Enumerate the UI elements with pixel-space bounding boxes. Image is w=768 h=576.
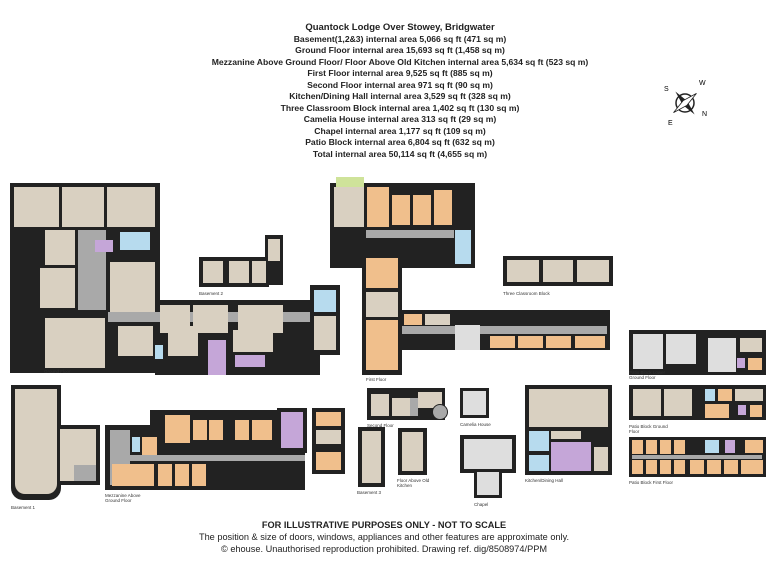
- area-line: Kitchen/Dining Hall internal area 3,529 …: [289, 91, 511, 101]
- plan-label-camelia-house: Camelia House: [460, 422, 491, 427]
- compass-icon: S W E N: [664, 80, 707, 127]
- plan-label-ground-floor: Ground Floor: [44, 369, 71, 374]
- plan-label-kitchen-dining-hall: Kitchen/Dining Hall: [525, 478, 564, 483]
- area-line: Second Floor internal area 971 sq ft (90…: [307, 79, 493, 90]
- disclaimer: FOR ILLUSTRATIVE PURPOSES ONLY - NOT TO …: [261, 520, 507, 530]
- area-line: Camelia House internal area 313 sq ft (2…: [303, 114, 497, 124]
- area-line: Patio Block internal area 6,804 sq ft (6…: [305, 137, 495, 147]
- area-line: Mezzanine Above Ground Floor/ Floor Abov…: [211, 56, 589, 67]
- area-line: Chapel internal area 1,177 sq ft (109 sq…: [314, 125, 486, 136]
- copyright: © ehouse. Unauthorised reproduction proh…: [221, 544, 547, 554]
- plan-label-three-classroom-block: Three Classroom Block: [503, 291, 550, 296]
- area-line: Total internal area 50,114 sq ft (4,655 …: [312, 148, 488, 159]
- plan-label-basement-1: Basement 1: [11, 505, 36, 510]
- plan-label-basement-2: Basement 2: [199, 291, 224, 296]
- area-schedule: Quantock Lodge Over Stowey, Bridgwater B…: [0, 22, 768, 160]
- footer: FOR ILLUSTRATIVE PURPOSES ONLY - NOT TO …: [0, 519, 768, 555]
- plan-label-chapel: Chapel: [474, 502, 489, 507]
- plan-label-first-floor: First Floor: [366, 377, 387, 382]
- area-line: Three Classroom Block internal area 1,40…: [280, 102, 520, 113]
- svg-text:S: S: [664, 86, 669, 93]
- plan-label-basement-3: Basement 3: [357, 490, 382, 495]
- property-title: Quantock Lodge Over Stowey, Bridgwater: [305, 22, 495, 33]
- area-line: Basement(1,2&3) internal area 5,066 sq f…: [293, 33, 507, 44]
- area-line: Ground Floor internal area 15,693 sq ft …: [295, 45, 505, 55]
- plan-label-second-floor: Second Floor: [367, 423, 394, 428]
- svg-text:N: N: [702, 111, 707, 118]
- plan-label-patio-first: Patio Block First Floor: [629, 480, 674, 485]
- svg-text:W: W: [699, 80, 706, 87]
- svg-text:E: E: [668, 120, 673, 127]
- footer-note: The position & size of doors, windows, a…: [198, 532, 570, 542]
- area-line: First Floor internal area 9,525 sq ft (8…: [307, 68, 493, 78]
